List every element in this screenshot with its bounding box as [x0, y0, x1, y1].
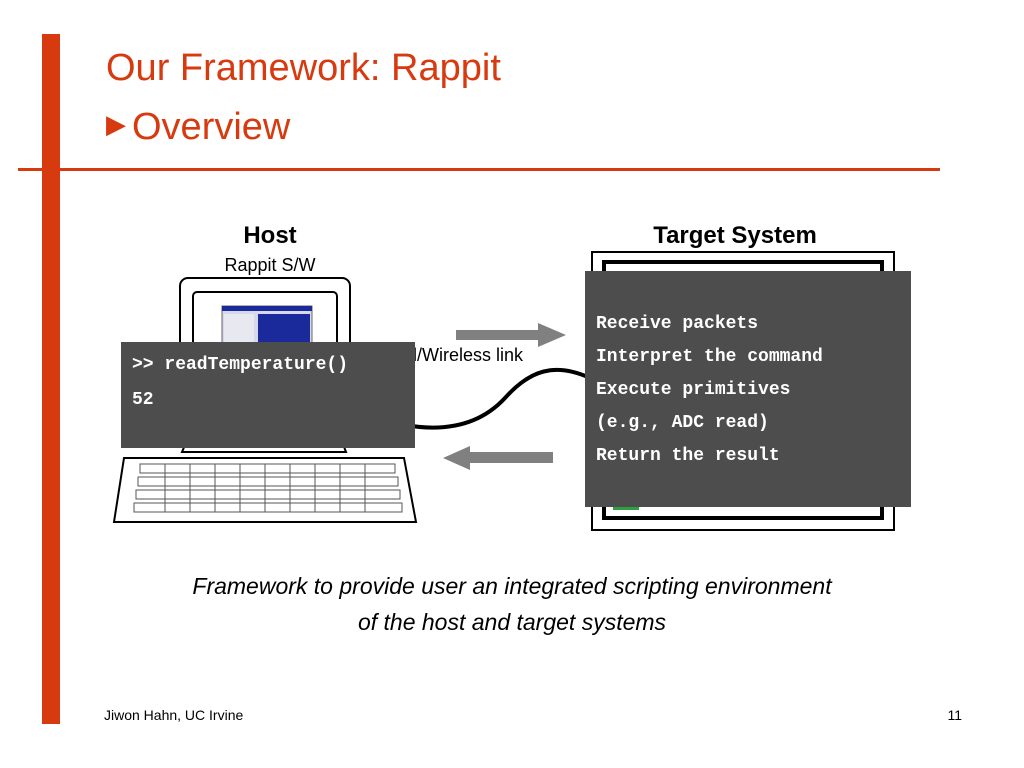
footer-page-number: 11	[947, 707, 962, 723]
bullet-triangle-icon: ▶	[106, 109, 126, 139]
host-label: Host	[243, 222, 297, 249]
caption: Framework to provide user an integrated …	[112, 568, 912, 640]
left-accent-bar	[42, 34, 60, 724]
host-sublabel: Rappit S/W	[224, 255, 316, 275]
subtitle-text: Overview	[132, 106, 291, 148]
target-console-box: Receive packets Interpret the command Ex…	[585, 271, 911, 507]
caption-line: of the host and target systems	[357, 609, 667, 635]
arrow-right-icon	[456, 323, 566, 347]
target-console-line: Execute primitives	[596, 380, 791, 400]
link-cable	[404, 367, 591, 430]
title-divider	[18, 168, 940, 171]
arrow-left-icon	[443, 446, 553, 470]
slide-title: Our Framework: Rappit	[106, 47, 501, 89]
target-label: Target System	[653, 222, 817, 249]
host-console-line: >> readTemperature()	[132, 355, 349, 375]
caption-line: Framework to provide user an integrated …	[192, 573, 832, 599]
footer-author: Jiwon Hahn, UC Irvine	[104, 707, 244, 723]
link-label: Wired/Wireless link	[404, 341, 556, 369]
host-console-box: >> readTemperature() 52	[121, 342, 415, 448]
link-label-text: Wired/Wireless link	[404, 345, 524, 365]
slide-subtitle: ▶Overview	[106, 104, 290, 147]
target-console-line: Interpret the command	[596, 347, 823, 367]
target-console-line: Return the result	[596, 446, 780, 466]
target-console-line: Receive packets	[596, 314, 759, 334]
host-console-line: 52	[132, 390, 154, 410]
target-console-line: (e.g., ADC read)	[596, 413, 769, 433]
host-keyboard-icon	[112, 457, 418, 523]
